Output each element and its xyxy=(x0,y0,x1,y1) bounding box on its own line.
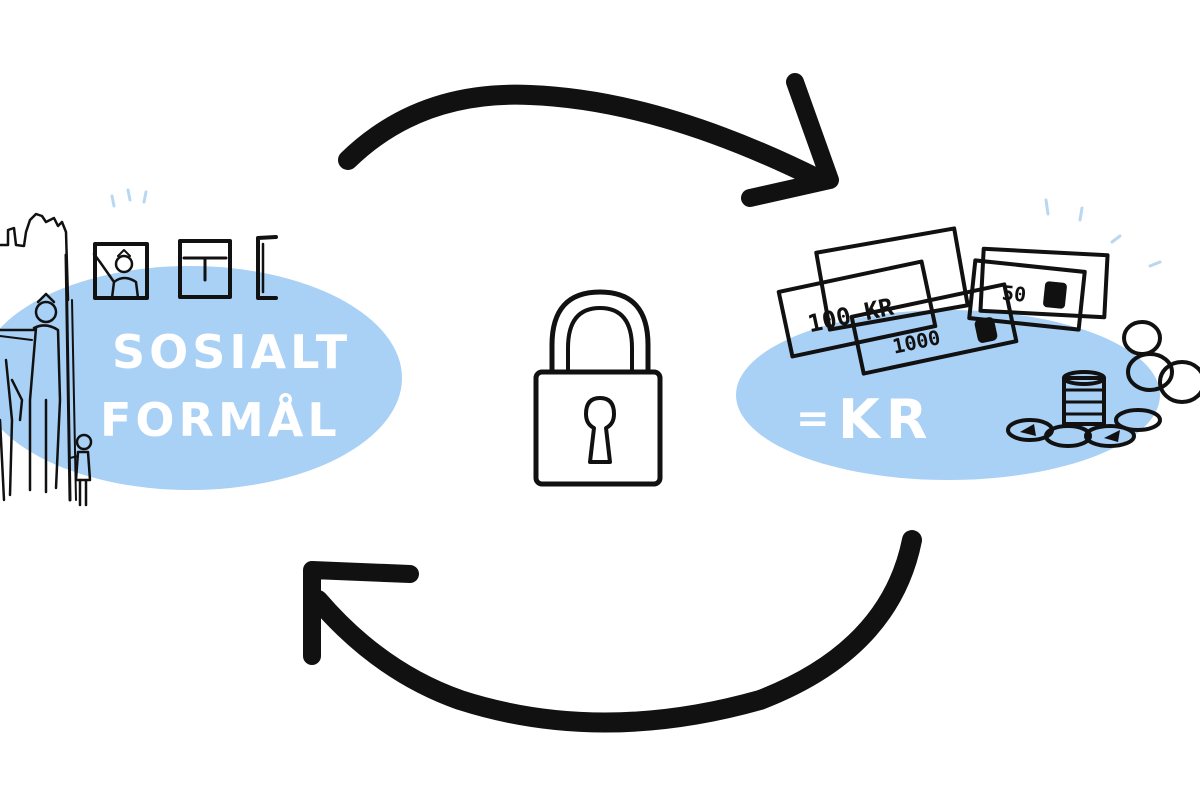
left-node-blob xyxy=(0,266,402,490)
left-label-line-2: FORMÅL xyxy=(100,393,341,447)
coins-icon xyxy=(1006,320,1200,448)
window-closed-icon xyxy=(178,239,232,299)
curved-arrow-right-icon xyxy=(338,73,839,207)
right-node-money: 50 1000 100 KR = KR xyxy=(736,198,1200,480)
left-label-line-1: SOSIALT xyxy=(112,325,351,379)
window-with-person-icon xyxy=(92,242,149,300)
people-group-icon xyxy=(0,253,93,507)
right-node-blob xyxy=(736,310,1160,480)
skyline-icon xyxy=(0,212,70,302)
right-label: KR xyxy=(838,388,933,451)
padlock-icon xyxy=(533,289,663,487)
right-label-prefix: = xyxy=(796,396,830,442)
sparkle-marks xyxy=(110,188,148,208)
banknote-50-icon: 50 xyxy=(967,246,1110,332)
left-node-social-purpose: SOSIALT FORMÅL xyxy=(0,188,402,507)
window-partial-icon xyxy=(256,235,278,300)
curved-arrow-left-icon xyxy=(303,530,922,733)
money-sparkle-marks xyxy=(1044,198,1162,268)
